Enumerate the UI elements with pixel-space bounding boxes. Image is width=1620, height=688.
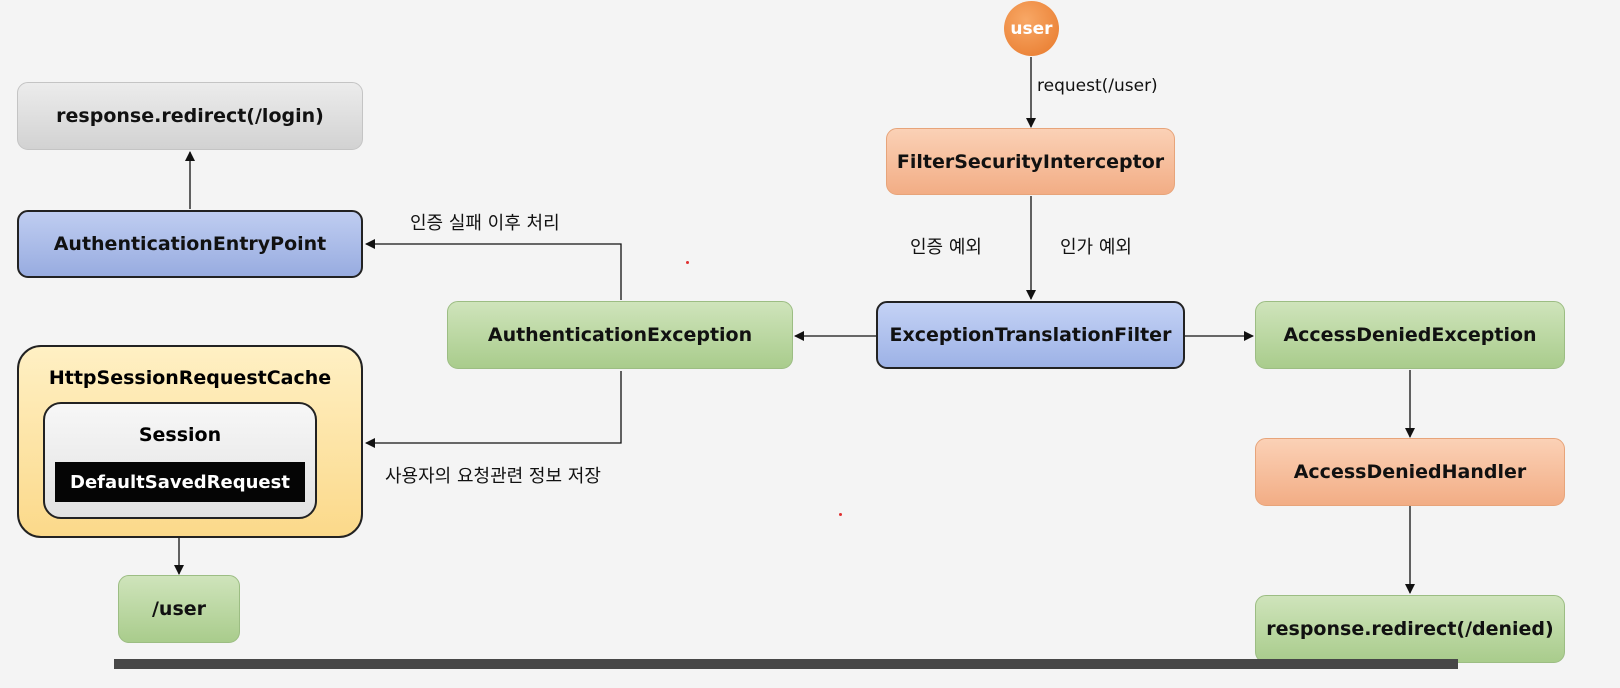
stray-mark xyxy=(839,513,842,516)
redirect-login-node: response.redirect(/login) xyxy=(17,82,363,150)
authorization-exception-edge-label: 인가 예외 xyxy=(1060,237,1132,258)
exception-translation-filter-node: ExceptionTranslationFilter xyxy=(876,301,1185,369)
session-node: Session DefaultSavedRequest xyxy=(43,402,317,519)
access-denied-exception-node: AccessDeniedException xyxy=(1255,301,1565,369)
stray-mark xyxy=(686,261,689,264)
after-auth-failure-edge-label: 인증 실패 이후 처리 xyxy=(410,213,560,234)
user-path-node: /user xyxy=(118,575,240,643)
save-request-info-edge-label: 사용자의 요청관련 정보 저장 xyxy=(385,466,601,487)
request-edge-label: request(/user) xyxy=(1037,76,1158,96)
user-node: user xyxy=(1004,1,1059,56)
session-title: Session xyxy=(138,424,222,446)
bottom-bar xyxy=(114,659,1458,669)
filter-security-interceptor-node: FilterSecurityInterceptor xyxy=(886,128,1175,195)
authentication-entry-point-node: AuthenticationEntryPoint xyxy=(17,210,363,278)
access-denied-handler-node: AccessDeniedHandler xyxy=(1255,438,1565,506)
arrow-authex-to-entrypoint xyxy=(365,239,622,300)
default-saved-request-node: DefaultSavedRequest xyxy=(55,462,305,502)
authentication-exception-edge-label: 인증 예외 xyxy=(910,237,982,258)
request-cache-title: HttpSessionRequestCache xyxy=(48,367,332,389)
http-session-request-cache-node: HttpSessionRequestCache Session DefaultS… xyxy=(17,345,363,538)
redirect-denied-node: response.redirect(/denied) xyxy=(1255,595,1565,663)
authentication-exception-node: AuthenticationException xyxy=(447,301,793,369)
arrow-authex-to-cache xyxy=(365,371,622,448)
